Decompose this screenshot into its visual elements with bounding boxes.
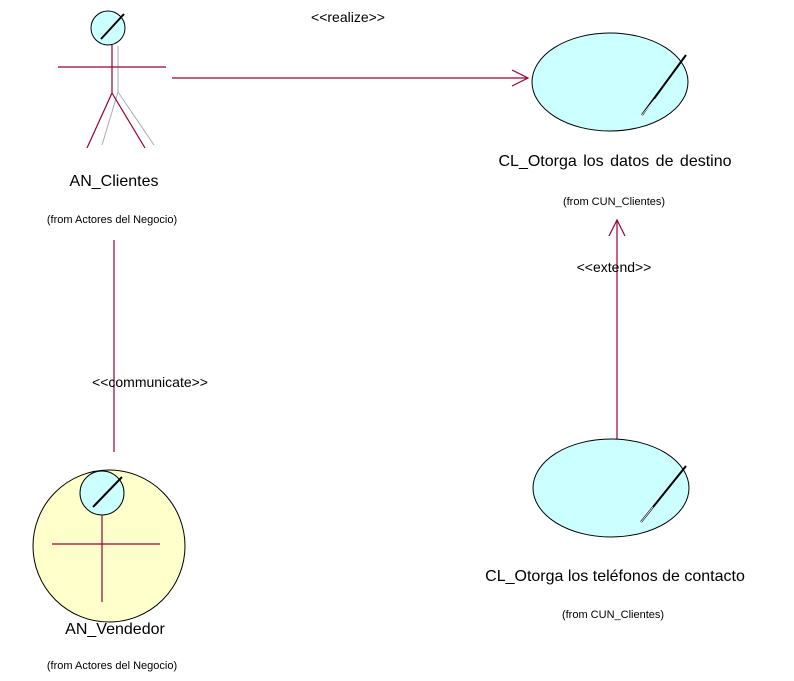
actor-clientes-name: AN_Clientes: [69, 173, 159, 190]
communicate-label: <<communicate>>: [92, 374, 208, 390]
worker-head-icon: [79, 470, 125, 516]
extend-label: <<extend>>: [576, 259, 652, 275]
actor-vendedor-from: (from Actores del Negocio): [46, 660, 178, 672]
actor-vendedor-name: AN_Vendedor: [65, 621, 165, 638]
actor-clientes-from: (from Actores del Negocio): [46, 214, 178, 226]
actor-an-clientes[interactable]: [58, 10, 166, 149]
usecase-telefonos-from: (from CUN_Clientes): [561, 609, 665, 621]
realize-label: <<realize>>: [311, 9, 385, 25]
usecase-otorga-telefonos-contacto[interactable]: [532, 438, 690, 538]
extend-connector[interactable]: [608, 218, 626, 440]
usecase-destino-from: (from CUN_Clientes): [562, 196, 666, 208]
usecase-otorga-datos-destino[interactable]: [531, 32, 689, 132]
actor-head-icon: [90, 10, 126, 46]
worker-an-vendedor[interactable]: [32, 469, 186, 623]
usecase-telefonos-name: CL_Otorga los teléfonos de contacto: [485, 568, 745, 585]
usecase-destino-name: CL_Otorga los datos de destino: [498, 153, 732, 170]
realize-connector[interactable]: [172, 69, 530, 87]
